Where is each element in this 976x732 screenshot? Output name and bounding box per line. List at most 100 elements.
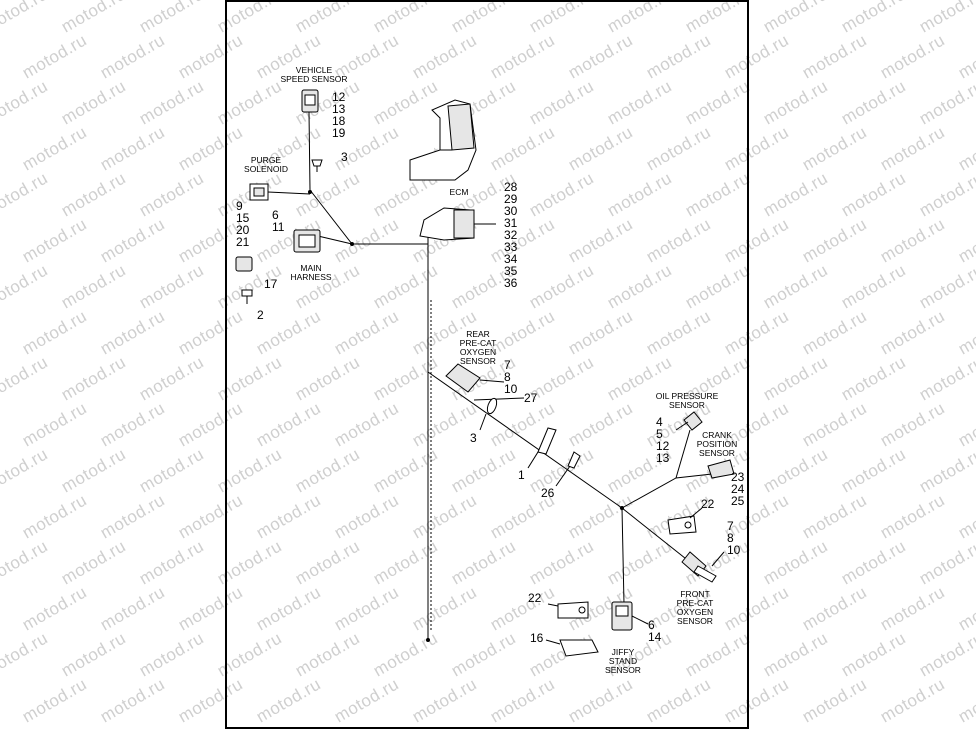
label-line: PURGE	[250, 155, 282, 165]
callout-number: 36	[504, 276, 518, 290]
label-line: POSITION	[696, 439, 738, 449]
label-line: SPEED SENSOR	[280, 74, 348, 84]
label-line: ECM	[449, 187, 469, 197]
callout-number: 9	[236, 199, 243, 213]
label-line: SENSOR	[669, 400, 705, 410]
rear-oxygen-sensor-connector	[445, 363, 505, 393]
callout-number: 13	[656, 451, 670, 465]
callout-number: 13	[332, 102, 346, 116]
callout-number: 27	[524, 391, 538, 405]
callout-number: 23	[731, 470, 745, 484]
callout-number: 19	[332, 126, 346, 140]
callout-number: 10	[727, 543, 741, 557]
callout-number: 24	[731, 482, 745, 496]
callout-purge-solenoid: 9 15 20 21	[236, 200, 249, 248]
callout-number: 22	[528, 591, 542, 605]
screw	[241, 289, 253, 304]
purge-solenoid-label: PURGE SOLENOID	[244, 156, 288, 174]
label-line: SENSOR	[699, 448, 735, 458]
label-line: SENSOR	[677, 616, 713, 626]
callout-ecm: 28 29 30 31 32 33 34 35 36	[504, 181, 517, 289]
callout-number: 12	[656, 439, 670, 453]
label-line: MAIN	[300, 263, 322, 273]
callout-number: 22	[701, 497, 715, 511]
crank-position-sensor-label: CRANK POSITION SENSOR	[697, 431, 738, 458]
callout-number: 11	[272, 220, 285, 234]
callout-number: 7	[504, 358, 511, 372]
callout-number: 26	[541, 486, 555, 500]
jiffy-stand-connector	[611, 601, 649, 631]
callout-jiffy-terminal: 22	[528, 592, 541, 604]
crank-position-sensor-connector	[707, 459, 735, 479]
callout-number: 33	[504, 240, 518, 254]
callout-number: 16	[530, 631, 544, 645]
callout-vehicle-speed-sensor: 12 13 18 19	[332, 91, 345, 139]
callout-conduit: 1	[518, 469, 525, 481]
callout-number: 30	[504, 204, 518, 218]
main-harness-wire	[317, 235, 353, 245]
label-line: OXYGEN	[676, 607, 714, 617]
jiffy-branch-wire	[621, 507, 625, 605]
main-harness-connector	[293, 229, 321, 253]
clip	[486, 397, 498, 415]
callout-number: 2	[257, 308, 264, 322]
callout-number: 3	[470, 431, 477, 445]
callout-number: 34	[504, 252, 518, 266]
callout-number: 28	[504, 180, 518, 194]
label-line: JIFFY	[611, 647, 635, 657]
upper-harness-wire	[308, 111, 428, 245]
callout-jiffy-housing: 16	[530, 632, 543, 644]
crank-terminal	[667, 507, 703, 535]
callout-front-oxygen-sensor: 7 8 10	[727, 520, 740, 556]
clip-leader	[479, 413, 487, 431]
callout-number: 31	[504, 216, 518, 230]
diagram-frame	[225, 0, 749, 729]
strap-leader	[473, 397, 525, 401]
jiffy-housing	[545, 639, 599, 657]
rear-oxygen-sensor-label: REAR PRE-CAT OXYGEN SENSOR	[460, 330, 497, 366]
callout-rear-oxygen-sensor: 7 8 10	[504, 359, 517, 395]
callout-strap: 27	[524, 392, 537, 404]
fastener	[311, 159, 323, 172]
oil-pressure-sensor-label: OIL PRESSURE SENSOR	[656, 392, 719, 410]
ecm-unit	[409, 99, 477, 181]
junction	[308, 190, 312, 194]
callout-number: 18	[332, 114, 346, 128]
callout-number: 21	[236, 235, 250, 249]
callout-number: 15	[236, 211, 250, 225]
callout-purge-fastener: 3	[341, 151, 348, 163]
jiffy-stand-sensor-label: JIFFY STAND SENSOR	[605, 648, 641, 675]
callout-number: 4	[656, 415, 663, 429]
callout-oil-pressure-sensor: 4 5 12 13	[656, 416, 669, 464]
junction	[426, 638, 430, 642]
label-line: SOLENOID	[244, 164, 288, 174]
junction	[350, 242, 354, 246]
callout-number: 6	[272, 208, 279, 222]
label-line: STAND	[608, 656, 638, 666]
callout-number: 6	[648, 618, 655, 632]
callout-number: 17	[264, 277, 278, 291]
callout-crank-terminal: 22	[701, 498, 714, 510]
ecm-label: ECM	[450, 188, 469, 197]
callout-number: 25	[731, 494, 745, 508]
label-line: SENSOR	[460, 356, 496, 366]
oil-pressure-sensor-connector	[675, 411, 703, 431]
label-line: REAR	[466, 329, 490, 339]
purge-solenoid-connector	[249, 183, 269, 201]
label-line: FRONT	[680, 589, 710, 599]
vehicle-speed-sensor-connector	[301, 89, 319, 113]
cable-tie	[555, 451, 581, 487]
callout-number: 8	[504, 370, 511, 384]
callout-number: 29	[504, 192, 518, 206]
label-line: SENSOR	[605, 665, 641, 675]
vehicle-speed-sensor-label: VEHICLE SPEED SENSOR	[280, 66, 347, 84]
conduit	[527, 427, 557, 469]
callout-number: 10	[504, 382, 518, 396]
front-oxygen-sensor-label: FRONT PRE-CAT OXYGEN SENSOR	[677, 590, 714, 626]
label-line: VEHICLE	[295, 65, 333, 75]
callout-cable-tie: 26	[541, 487, 554, 499]
callout-clip: 3	[470, 432, 477, 444]
callout-screw: 2	[257, 309, 264, 321]
